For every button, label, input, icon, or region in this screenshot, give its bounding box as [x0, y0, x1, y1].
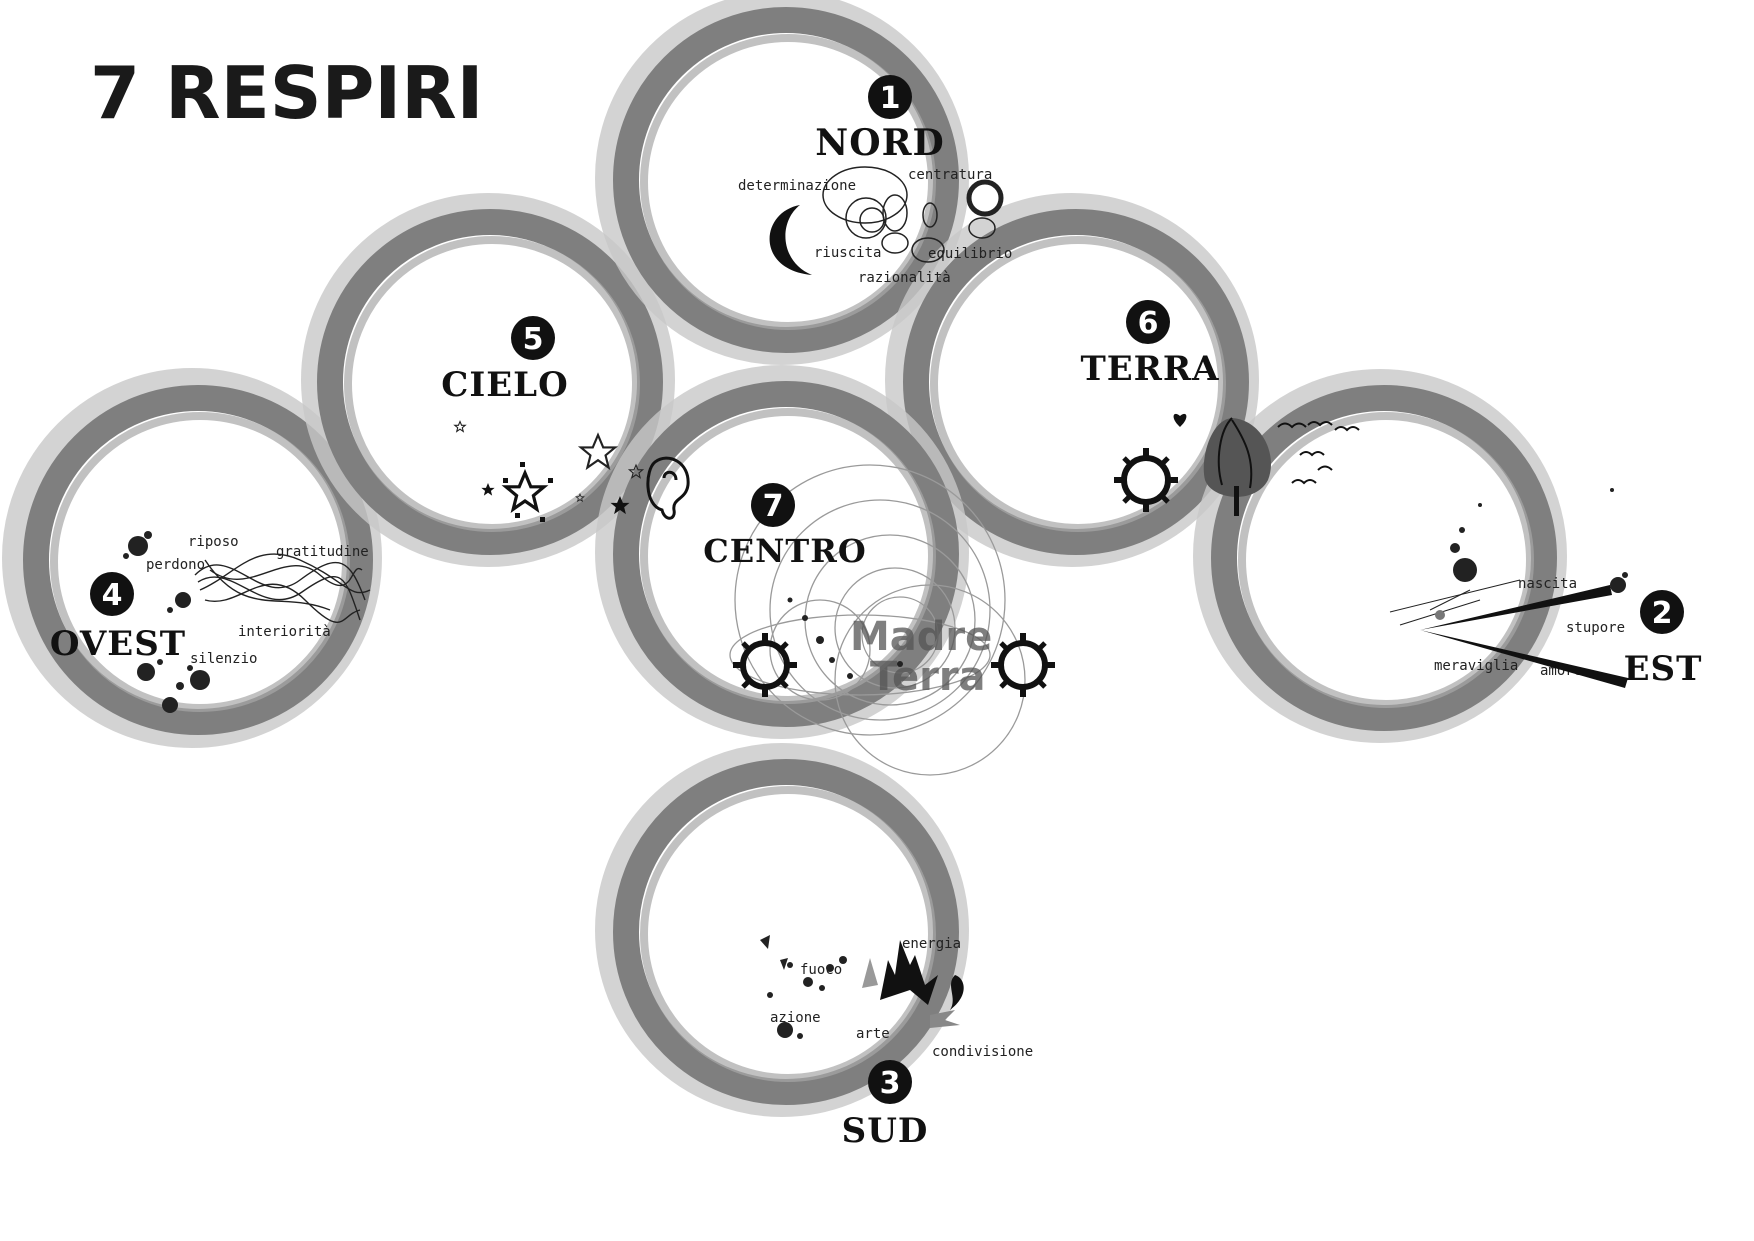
circle-cielo: 5 CIELO	[441, 316, 690, 522]
number-label: 2	[1652, 596, 1673, 631]
birds-icon	[1277, 421, 1360, 485]
circle-centro: Madre Terra 7 CENTRO	[703, 464, 1055, 776]
flame-icon	[862, 940, 964, 1028]
number-label: 4	[102, 578, 123, 613]
wave-lines-icon	[194, 553, 371, 623]
direction-label: OVEST	[50, 624, 186, 664]
word: razionalità	[858, 270, 951, 286]
arrow-lines-icon	[1389, 579, 1628, 688]
number-badge	[90, 572, 134, 616]
sun-symbol-icon	[991, 633, 1055, 697]
word: condivisione	[932, 1044, 1033, 1060]
direction-label: TERRA	[1080, 349, 1219, 389]
number-label: 1	[880, 81, 901, 116]
word: riposo	[188, 534, 239, 550]
word: azione	[770, 1010, 821, 1026]
ring-sud	[595, 743, 969, 1117]
number-badge	[511, 316, 555, 360]
word: silenzio	[190, 651, 257, 667]
ink-splatter-icon	[787, 597, 903, 679]
ghost-text-line2: Terra	[870, 654, 986, 700]
word: meraviglia	[1434, 658, 1518, 674]
word: fuoco	[800, 962, 842, 978]
overlapping-circles-icon	[822, 166, 1004, 263]
ghost-text-line1: Madre	[850, 614, 992, 660]
direction-label: CIELO	[441, 365, 568, 405]
circle-sud: energia fuoco azione arte condivisione 3…	[760, 935, 1033, 1151]
word: equilibrio	[928, 246, 1012, 262]
heart-icon	[1173, 413, 1187, 427]
ring-nord	[595, 0, 969, 365]
circle-est: nascita stupore meraviglia amore 2 EST	[1389, 488, 1703, 689]
circle-ovest: riposo perdono gratitudine interiorità s…	[50, 531, 371, 713]
number-badge	[868, 1060, 912, 1104]
word: interiorità	[238, 624, 331, 640]
direction-label: NORD	[815, 122, 944, 164]
number-badge	[1640, 590, 1684, 634]
ink-splatter-icon	[760, 935, 847, 1039]
ear-icon	[646, 456, 690, 520]
word: centratura	[908, 167, 992, 183]
tree-icon	[1203, 417, 1271, 516]
direction-label: CENTRO	[703, 532, 866, 570]
number-label: 7	[763, 489, 784, 524]
number-label: 6	[1138, 306, 1159, 341]
word: energia	[902, 936, 961, 952]
crescent-moon-icon	[769, 205, 812, 275]
ring-terra	[885, 193, 1259, 567]
ring-est	[1193, 369, 1567, 743]
number-label: 5	[523, 322, 544, 357]
ring-centro	[595, 365, 969, 739]
word: arte	[856, 1026, 890, 1042]
word: nascita	[1518, 576, 1577, 592]
number-badge	[868, 75, 912, 119]
number-label: 3	[880, 1066, 901, 1101]
word: gratitudine	[276, 544, 369, 560]
direction-label: SUD	[842, 1111, 929, 1151]
star-icon	[454, 420, 644, 522]
ring-ovest	[2, 368, 382, 748]
number-badge	[751, 483, 795, 527]
word: perdono	[146, 557, 205, 573]
circle-terra: 6 TERRA	[1080, 300, 1360, 516]
page-title: 7 RESPIRI	[90, 51, 483, 135]
word: stupore	[1566, 620, 1625, 636]
number-badge	[1126, 300, 1170, 344]
word: riuscita	[814, 245, 881, 261]
circle-nord: 1 NORD determinazione centratura riuscit…	[738, 75, 1012, 286]
ink-splatter-icon	[1450, 488, 1628, 593]
ring-cielo	[301, 193, 675, 567]
word: determinazione	[738, 178, 856, 194]
direction-label: EST	[1624, 649, 1703, 689]
ink-splatter-icon	[123, 531, 210, 713]
